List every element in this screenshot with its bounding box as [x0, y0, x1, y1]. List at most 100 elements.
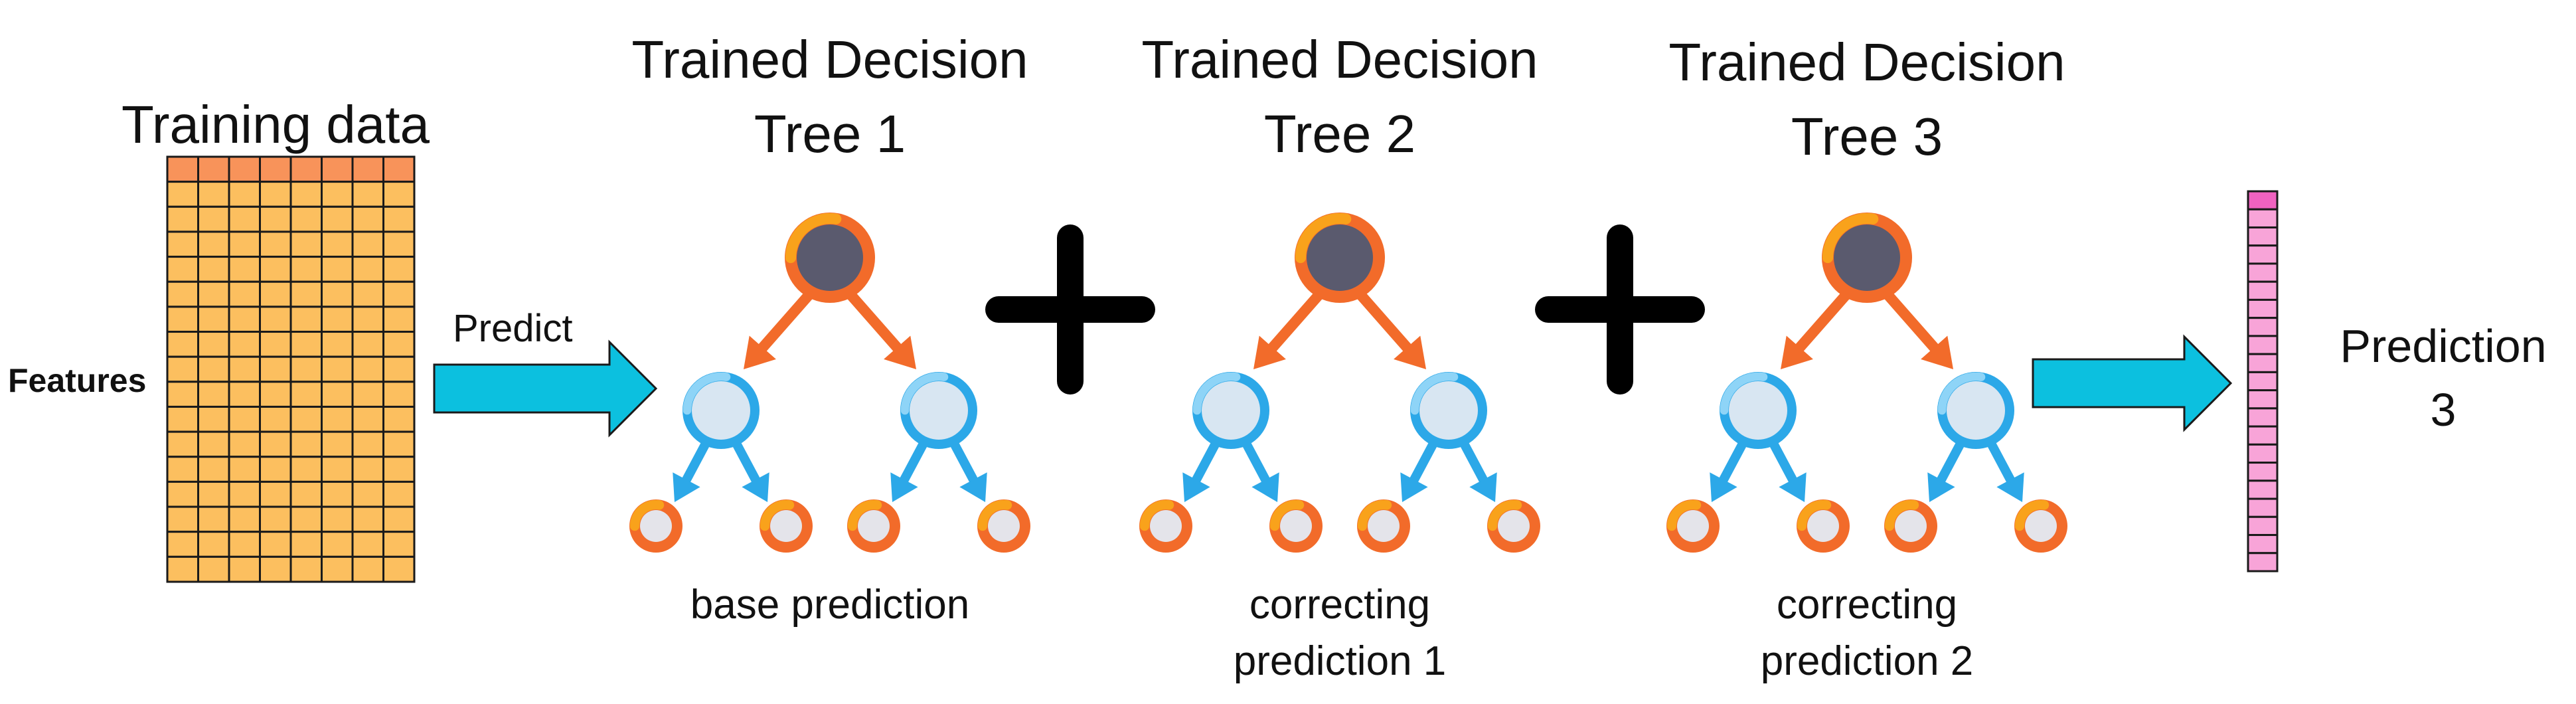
tree-1-title-line2: Tree 1 [754, 104, 906, 163]
grid-cell [289, 155, 323, 183]
grid-cell [289, 331, 323, 358]
grid-cell [351, 205, 384, 233]
tree-2-arrow-root-right-head [1394, 335, 1426, 369]
grid-cell [289, 456, 323, 483]
tree-1-arrow-root-left [744, 287, 817, 369]
grid-cell [259, 531, 292, 558]
tree-1-leaf-node-0-1-accent [760, 499, 795, 531]
grid-cell [228, 205, 261, 233]
tree-3-leaf-node-1-1 [2014, 499, 2067, 553]
tree-2-leaf-node-1-1 [1487, 499, 1540, 553]
grid-cell [197, 355, 230, 383]
prediction-cell [2247, 497, 2279, 518]
grid-cell [382, 181, 416, 208]
tree-1-leaf-node-1-1-accent [977, 499, 1012, 531]
tree-3-arrow-mid1-left [1927, 435, 1967, 502]
tree-2-arrow-mid1-left-shaft [1408, 435, 1440, 486]
tree-2-leaf-node-0-0-accent [1139, 499, 1174, 531]
tree-2-leaf-node-1-0-center [1368, 510, 1400, 542]
tree-3-arrow-mid0-right-head [1779, 472, 1807, 502]
prediction-cell [2247, 425, 2279, 446]
grid-cell [228, 430, 261, 458]
tree-2-leaf-node-1-0-accent [1357, 499, 1392, 531]
grid-cell [228, 505, 261, 533]
training-data-title: Training data [121, 95, 430, 154]
tree-3-mid-node-0-accent [1720, 372, 1768, 415]
tree-3-arrow-mid0-right [1767, 435, 1807, 502]
tree-3-arrow-root-right-shaft [1880, 287, 1941, 355]
tree-2-root-node-accent [1295, 213, 1352, 264]
tree-1-arrow-mid0-left-head [673, 472, 700, 502]
grid-cell [259, 181, 292, 208]
grid-cell [321, 505, 354, 533]
prediction-cell [2247, 552, 2279, 572]
grid-cell [321, 181, 354, 208]
grid-cell [382, 405, 416, 433]
tree-2-arrow-root-left-head [1253, 335, 1286, 369]
grid-cell [228, 331, 261, 358]
tree-3-leaf-node-0-1-center [1807, 510, 1839, 542]
tree-3-arrow-root-right-head [1921, 335, 1953, 369]
grid-cell [228, 381, 261, 408]
grid-cell [351, 381, 384, 408]
tree-3-mid-node-1 [1937, 372, 2014, 449]
tree-2-mid-node-1-center [1419, 381, 1478, 440]
tree-1-arrow-root-right [843, 287, 916, 369]
grid-cell [289, 205, 323, 233]
prediction-cell [2247, 280, 2279, 301]
tree-2-arrow-root-right-shaft [1353, 287, 1413, 355]
grid-cell [289, 555, 323, 583]
grid-cell [166, 456, 199, 483]
grid-cell [166, 205, 199, 233]
grid-cell [166, 306, 199, 333]
grid-cell [166, 355, 199, 383]
grid-cell [166, 181, 199, 208]
trees [629, 213, 2067, 553]
grid-cell [259, 205, 292, 233]
grid-cell [259, 555, 292, 583]
tree-3-arrow-mid1-left-shaft [1935, 435, 1967, 486]
tree-1-arrow-mid1-left [890, 435, 930, 502]
prediction-cell [2247, 262, 2279, 283]
grid-cell [351, 531, 384, 558]
grid-cell [228, 456, 261, 483]
grid-cell [259, 256, 292, 283]
grid-cell [228, 306, 261, 333]
grid-cell [351, 331, 384, 358]
prediction-cell [2247, 226, 2279, 247]
grid-cell [351, 405, 384, 433]
grid-cell [289, 181, 323, 208]
tree-2-arrow-mid1-right-shaft [1457, 435, 1489, 486]
grid-cell [289, 531, 323, 558]
tree-1-mid-node-1 [900, 372, 977, 449]
grid-cell [228, 531, 261, 558]
tree-1-leaf-node-0-1-center [770, 510, 802, 542]
tree-3-arrow-mid0-left-shaft [1718, 435, 1749, 486]
tree-1-arrow-mid1-right [947, 435, 987, 502]
grid-cell [321, 155, 354, 183]
tree-3-leaf-node-1-1-center [2025, 510, 2057, 542]
prediction-cell [2247, 353, 2279, 373]
grid-cell [289, 505, 323, 533]
grid-cell [197, 505, 230, 533]
grid-cell [166, 381, 199, 408]
grid-cell [351, 256, 384, 283]
tree-3-caption-line1: correcting [1776, 582, 1958, 628]
grid-cell [351, 280, 384, 308]
tree-1-arrow-mid1-right-shaft [947, 435, 979, 486]
output-arrow [2032, 334, 2233, 432]
tree-2-leaf-node-1-0 [1357, 499, 1410, 553]
tree-3-mid-node-0-center [1729, 381, 1787, 440]
tree-1-mid-node-1-center [910, 381, 968, 440]
tree-3-mid-node-0 [1720, 372, 1797, 449]
grid-cell [289, 430, 323, 458]
grid-cell [382, 205, 416, 233]
tree-1-mid-node-1-accent [900, 372, 949, 415]
tree-1-arrow-root-left-shaft [756, 287, 817, 355]
tree-1-leaf-node-1-0 [847, 499, 900, 553]
grid-cell [289, 480, 323, 508]
grid-cell [382, 355, 416, 383]
grid-cell [321, 355, 354, 383]
tree-2-root-node-center [1307, 224, 1373, 291]
